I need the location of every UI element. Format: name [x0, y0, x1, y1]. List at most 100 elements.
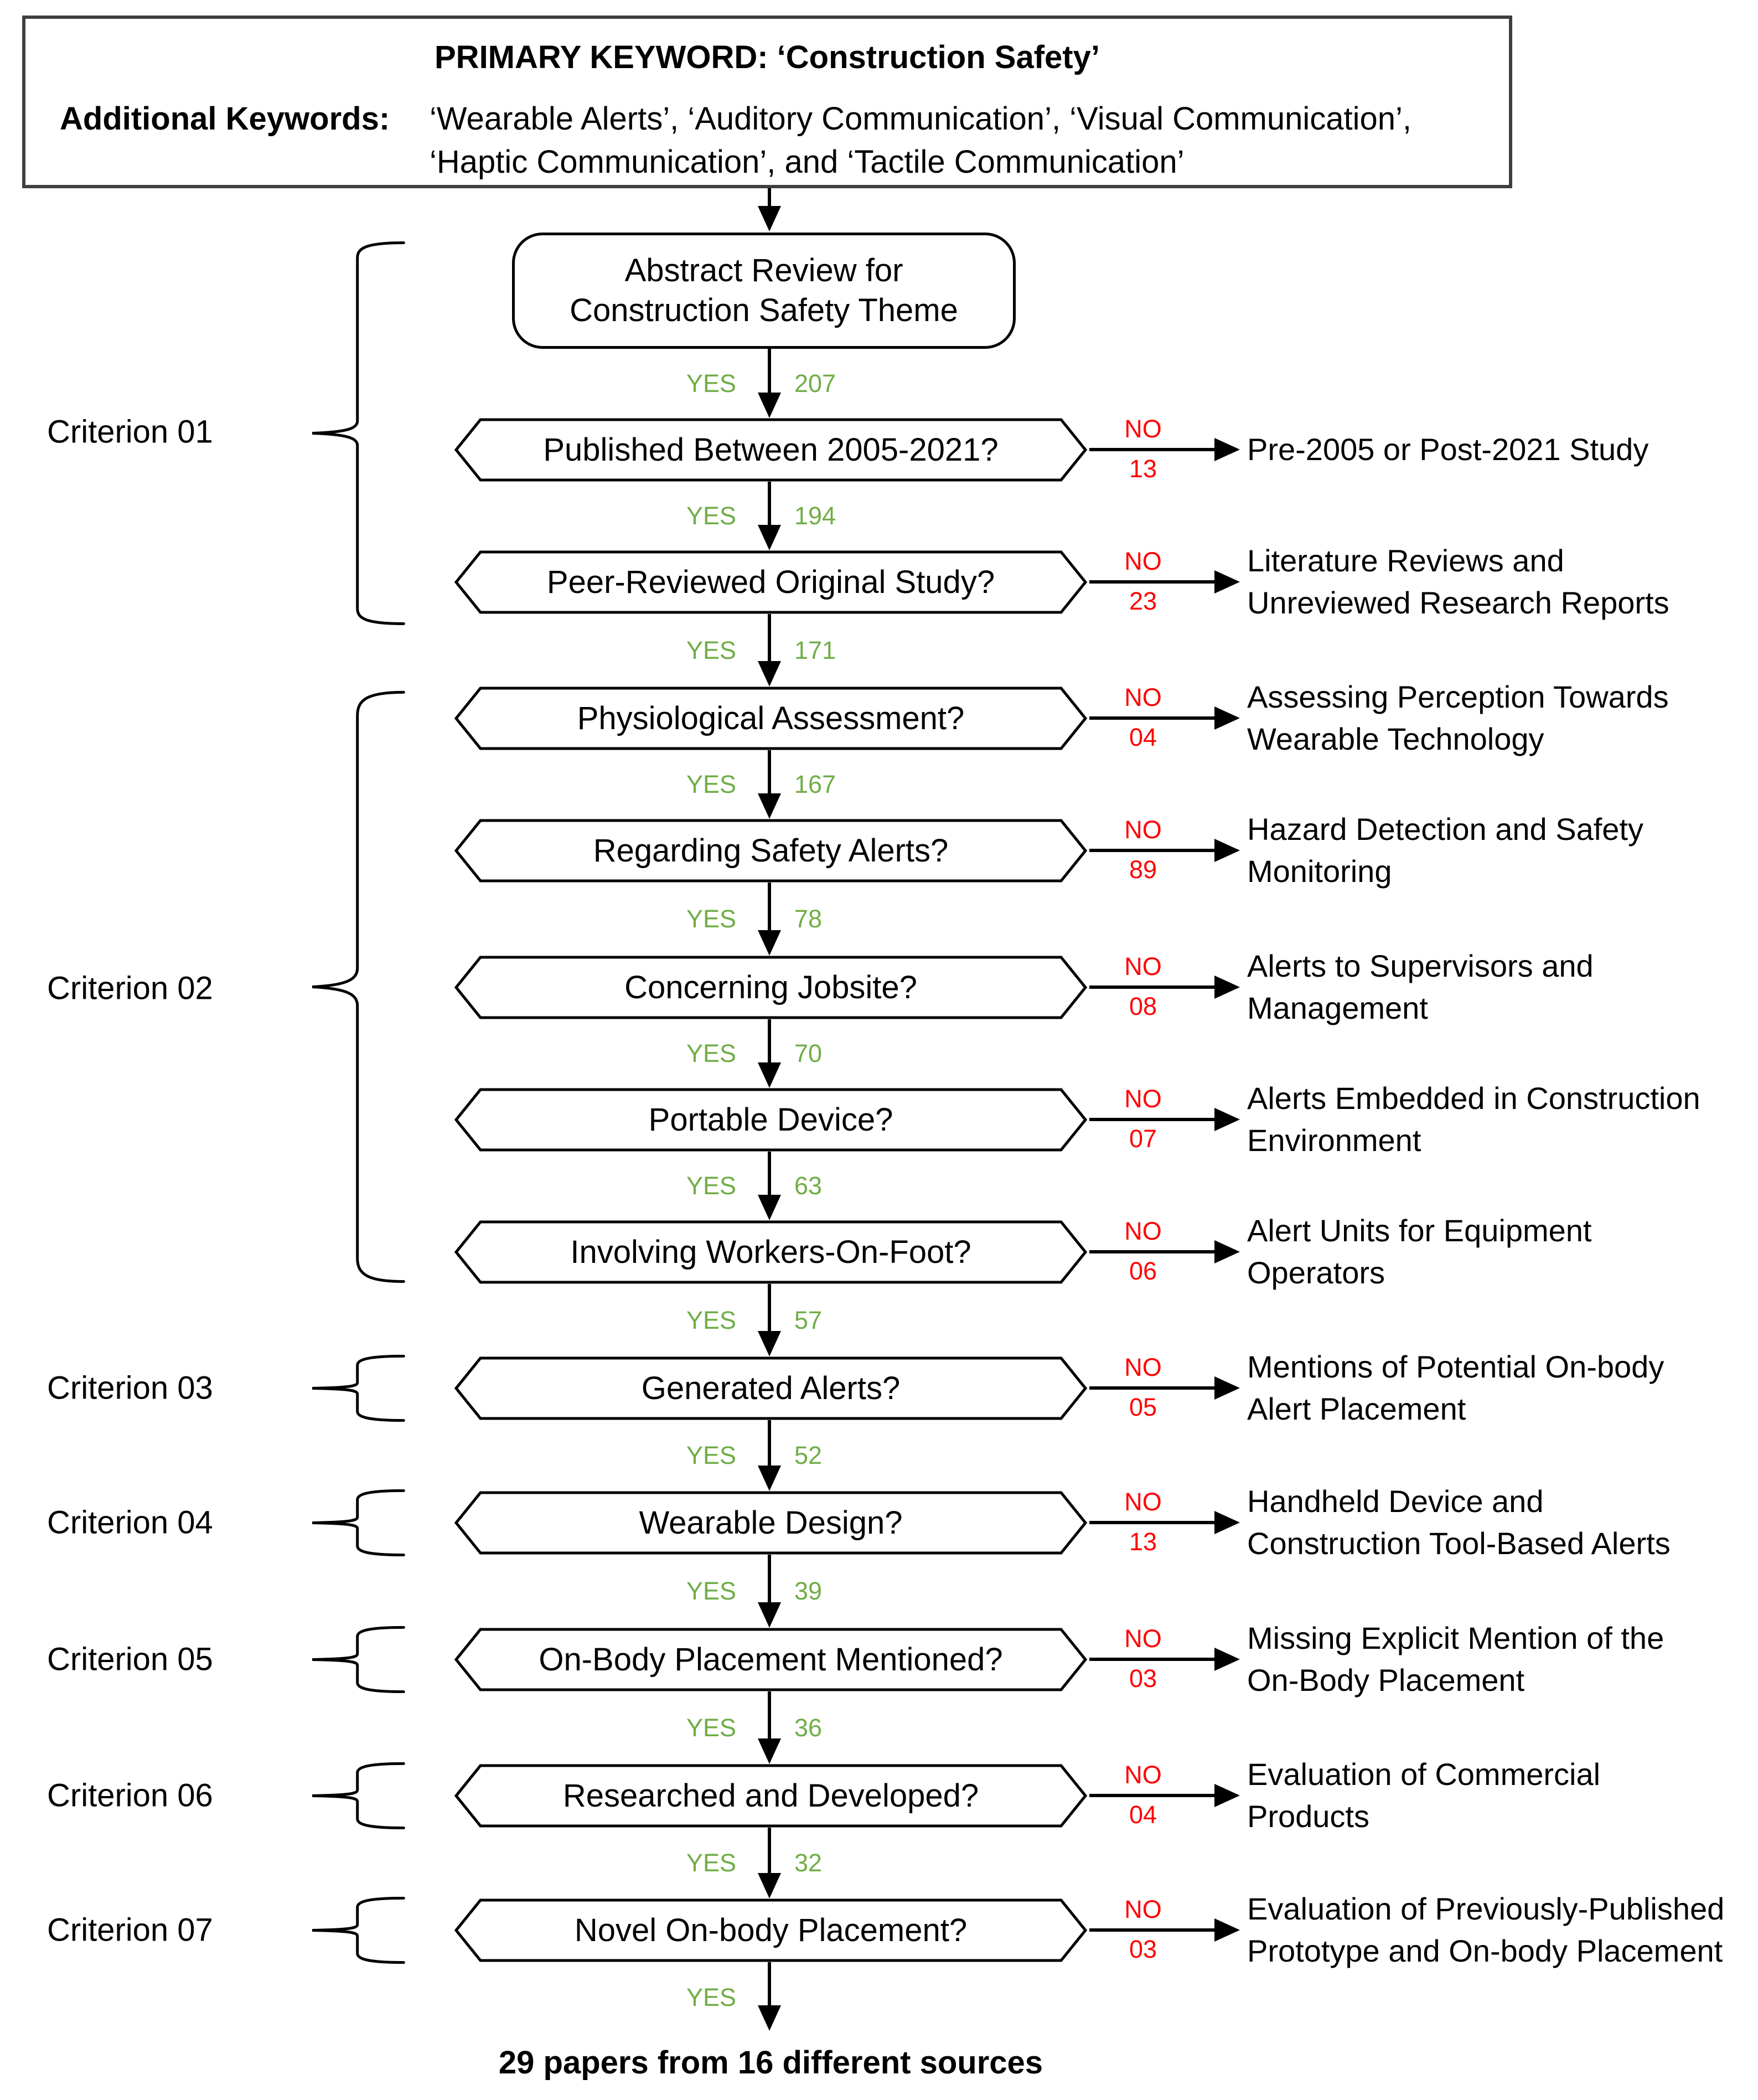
- exclusion-line: Hazard Detection and Safety: [1247, 812, 1643, 847]
- no-count: 13: [1129, 455, 1157, 483]
- exclusion-text: Hazard Detection and Safety Monitoring: [1247, 808, 1643, 892]
- yes-count: 167: [794, 770, 836, 798]
- exclusion-line: Unreviewed Research Reports: [1247, 585, 1669, 620]
- no-arrow: [1089, 1118, 1214, 1121]
- no-count: 06: [1129, 1257, 1157, 1285]
- yes-label: YES: [686, 1849, 736, 1877]
- exclusion-line: Pre-2005 or Post-2021 Study: [1247, 432, 1649, 467]
- no-arrowhead: [1214, 438, 1240, 461]
- additional-keywords-text: ‘Wearable Alerts’, ‘Auditory Communicati…: [430, 97, 1411, 184]
- no-arrow: [1089, 1794, 1214, 1797]
- flow-arrow: [768, 482, 771, 526]
- flow-arrow: [768, 188, 771, 207]
- exclusion-text: Assessing Perception Towards Wearable Te…: [1247, 676, 1669, 760]
- yes-label: YES: [686, 1441, 736, 1469]
- flow-arrow: [768, 1962, 771, 2005]
- decision-box-shape: [454, 1898, 1088, 1962]
- flow-arrowhead: [758, 1331, 781, 1356]
- decision-box-shape: [454, 1628, 1088, 1691]
- decision-box: Peer-Reviewed Original Study?: [454, 550, 1088, 614]
- no-count: 13: [1129, 1528, 1157, 1556]
- flow-arrow: [768, 1019, 771, 1064]
- exclusion-text: Alerts Embedded in Construction Environm…: [1247, 1077, 1700, 1162]
- flow-arrow: [768, 1284, 771, 1332]
- decision-box: Concerning Jobsite?: [454, 956, 1088, 1019]
- no-arrow: [1089, 716, 1214, 720]
- no-arrowhead: [1214, 839, 1240, 862]
- exclusion-line: Evaluation of Commercial: [1247, 1757, 1601, 1792]
- exclusion-line: Environment: [1247, 1123, 1421, 1158]
- criterion-label-05: Criterion 05: [47, 1641, 213, 1678]
- result-text: 29 papers from 16 different sources: [498, 2045, 1043, 2081]
- keywords-box: PRIMARY KEYWORD: ‘Construction Safety’ A…: [22, 16, 1512, 188]
- exclusion-line: Prototype and On-body Placement: [1247, 1933, 1723, 1968]
- decision-box: Physiological Assessment?: [454, 687, 1088, 750]
- decision-question: Novel On-body Placement?: [574, 1912, 968, 1948]
- decision-box-shape: [454, 956, 1088, 1019]
- yes-label: YES: [686, 502, 736, 530]
- criterion-brace: [302, 1762, 407, 1829]
- exclusion-line: Construction Tool-Based Alerts: [1247, 1526, 1671, 1561]
- flow-arrow: [768, 1555, 771, 1603]
- decision-box: Wearable Design?: [454, 1491, 1088, 1555]
- no-arrow: [1089, 1521, 1214, 1524]
- exclusion-line: Alerts to Supervisors and: [1247, 948, 1594, 983]
- exclusion-line: Monitoring: [1247, 854, 1392, 889]
- no-label: NO: [1124, 1624, 1162, 1653]
- no-arrowhead: [1214, 976, 1240, 999]
- no-count: 03: [1129, 1664, 1157, 1693]
- decision-box-shape: [454, 550, 1088, 614]
- no-arrow: [1089, 1658, 1214, 1661]
- no-arrowhead: [1214, 1108, 1240, 1131]
- decision-question: Concerning Jobsite?: [624, 969, 917, 1005]
- no-arrow: [1089, 580, 1214, 584]
- decision-box-shape: [454, 1088, 1088, 1152]
- exclusion-line: Missing Explicit Mention of the: [1247, 1621, 1664, 1655]
- primary-keyword-title: PRIMARY KEYWORD: ‘Construction Safety’: [435, 39, 1100, 75]
- decision-box-shape: [454, 1764, 1088, 1828]
- no-label: NO: [1124, 415, 1162, 443]
- decision-question: Researched and Developed?: [562, 1778, 979, 1814]
- flow-arrowhead: [758, 206, 781, 231]
- no-label: NO: [1124, 1353, 1162, 1381]
- decision-question: Portable Device?: [648, 1102, 893, 1138]
- exclusion-line: Alerts Embedded in Construction: [1247, 1081, 1700, 1116]
- criterion-label-07: Criterion 07: [47, 1912, 213, 1948]
- no-arrowhead: [1214, 706, 1240, 730]
- exclusion-line: Alert Placement: [1247, 1391, 1466, 1426]
- no-arrowhead: [1214, 1240, 1240, 1263]
- yes-count: 207: [794, 369, 836, 398]
- no-arrow: [1089, 1386, 1214, 1390]
- criterion-label-01: Criterion 01: [47, 414, 213, 450]
- flow-arrow: [768, 750, 771, 794]
- yes-count: 78: [794, 905, 823, 933]
- criterion-label-02: Criterion 02: [47, 970, 213, 1007]
- exclusion-line: Operators: [1247, 1255, 1385, 1290]
- no-arrowhead: [1214, 1511, 1240, 1534]
- no-count: 07: [1129, 1124, 1157, 1153]
- criterion-brace: [302, 689, 407, 1284]
- flow-arrowhead: [758, 1062, 781, 1088]
- exclusion-text: Pre-2005 or Post-2021 Study: [1247, 429, 1648, 471]
- no-arrow: [1089, 1928, 1214, 1932]
- yes-label: YES: [686, 1983, 736, 2011]
- yes-count: 39: [794, 1577, 823, 1605]
- no-count: 03: [1129, 1935, 1157, 1963]
- flow-arrowhead: [758, 1195, 781, 1220]
- decision-question: Physiological Assessment?: [577, 700, 965, 736]
- criterion-label-03: Criterion 03: [47, 1370, 213, 1406]
- no-arrowhead: [1214, 570, 1240, 594]
- exclusion-line: On-Body Placement: [1247, 1663, 1525, 1697]
- decision-box: Published Between 2005-2021?: [454, 418, 1088, 482]
- yes-label: YES: [686, 905, 736, 933]
- no-label: NO: [1124, 1761, 1162, 1789]
- no-count: 04: [1129, 1800, 1157, 1829]
- yes-label: YES: [686, 770, 736, 798]
- criterion-brace: [302, 1626, 407, 1693]
- flow-arrowhead: [758, 393, 781, 418]
- decision-box: Generated Alerts?: [454, 1356, 1088, 1420]
- exclusion-text: Evaluation of Previously-Published Proto…: [1247, 1888, 1724, 1972]
- yes-count: 63: [794, 1172, 823, 1200]
- exclusion-line: Wearable Technology: [1247, 721, 1544, 756]
